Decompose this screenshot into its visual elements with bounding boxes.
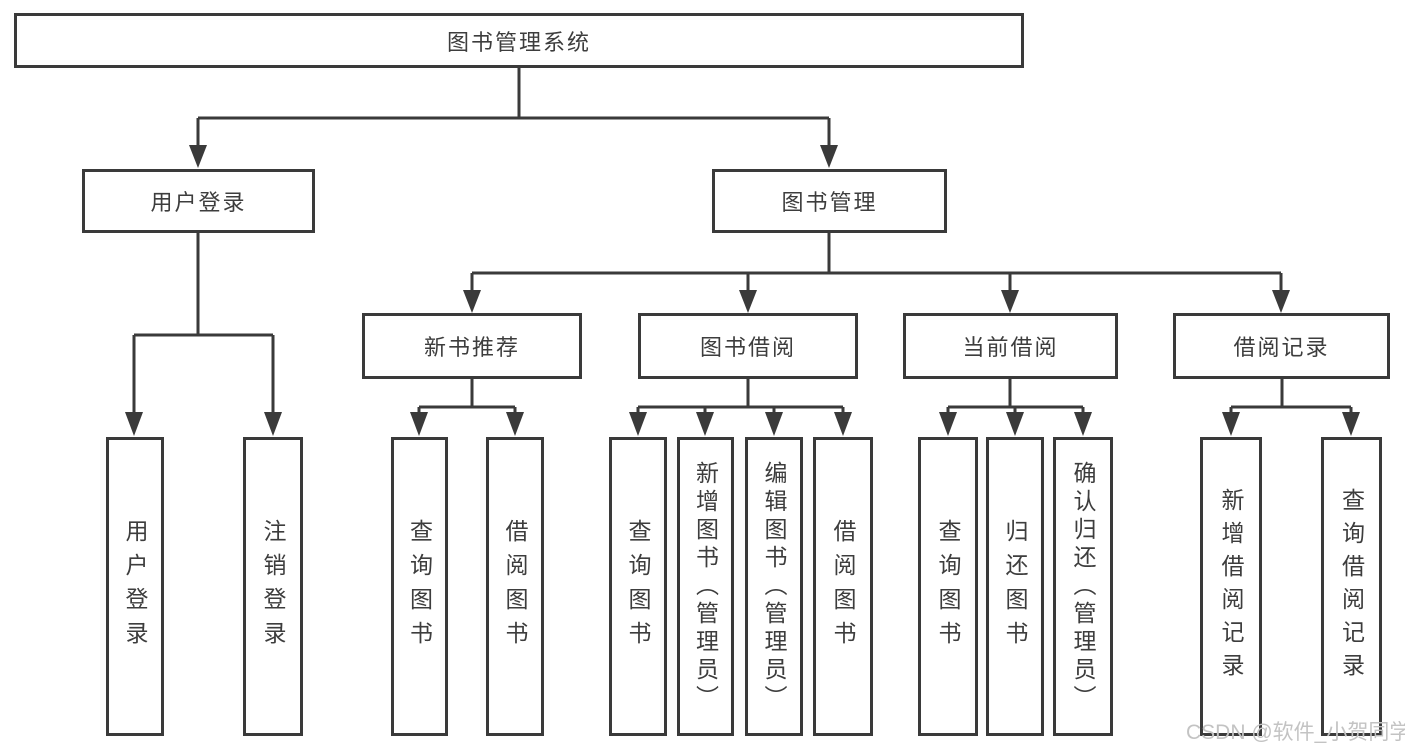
leaf-add-borrow-record: 新增借阅记录 (1200, 437, 1262, 736)
leaf-user-login-label: 用户登录 (122, 518, 148, 655)
node-book-borrowing: 图书借阅 (638, 313, 858, 379)
leaf-return-books-label: 归还图书 (1002, 518, 1028, 655)
node-current-borrowing: 当前借阅 (903, 313, 1118, 379)
leaf-add-book-admin: 新增图书（管理员） (677, 437, 734, 736)
leaf-borrow-books-recommend: 借阅图书 (486, 437, 544, 736)
leaf-query-books-current-label: 查询图书 (935, 518, 961, 655)
node-book-management: 图书管理 (712, 169, 947, 233)
leaf-add-book-admin-label: 新增图书（管理员） (692, 460, 719, 713)
leaf-confirm-return-admin-label: 确认归还（管理员） (1070, 460, 1096, 713)
node-user-login: 用户登录 (82, 169, 315, 233)
node-borrowing-records: 借阅记录 (1173, 313, 1390, 379)
leaf-query-books-current: 查询图书 (918, 437, 978, 736)
node-new-book-recommendation: 新书推荐 (362, 313, 582, 379)
leaf-query-borrow-record-label: 查询借阅记录 (1338, 487, 1365, 686)
leaf-edit-book-admin: 编辑图书（管理员） (745, 437, 803, 736)
leaf-edit-book-admin-label: 编辑图书（管理员） (761, 460, 787, 713)
leaf-return-books: 归还图书 (986, 437, 1044, 736)
leaf-query-books-recommend: 查询图书 (391, 437, 448, 736)
leaf-logout: 注销登录 (243, 437, 303, 736)
leaf-query-books-borrow: 查询图书 (609, 437, 667, 736)
leaf-query-borrow-record: 查询借阅记录 (1321, 437, 1382, 736)
leaf-add-borrow-record-label: 新增借阅记录 (1218, 487, 1244, 686)
leaf-user-login: 用户登录 (106, 437, 164, 736)
leaf-query-books-borrow-label: 查询图书 (625, 518, 651, 655)
leaf-logout-label: 注销登录 (260, 518, 286, 655)
leaf-confirm-return-admin: 确认归还（管理员） (1053, 437, 1113, 736)
leaf-borrow-books: 借阅图书 (813, 437, 873, 736)
csdn-watermark: CSDN @软件_小贺同学 (1186, 721, 1405, 744)
node-library-management-system: 图书管理系统 (14, 13, 1024, 68)
leaf-query-books-recommend-label: 查询图书 (406, 518, 433, 655)
leaf-borrow-books-recommend-label: 借阅图书 (502, 518, 528, 655)
leaf-borrow-books-label: 借阅图书 (830, 518, 856, 655)
